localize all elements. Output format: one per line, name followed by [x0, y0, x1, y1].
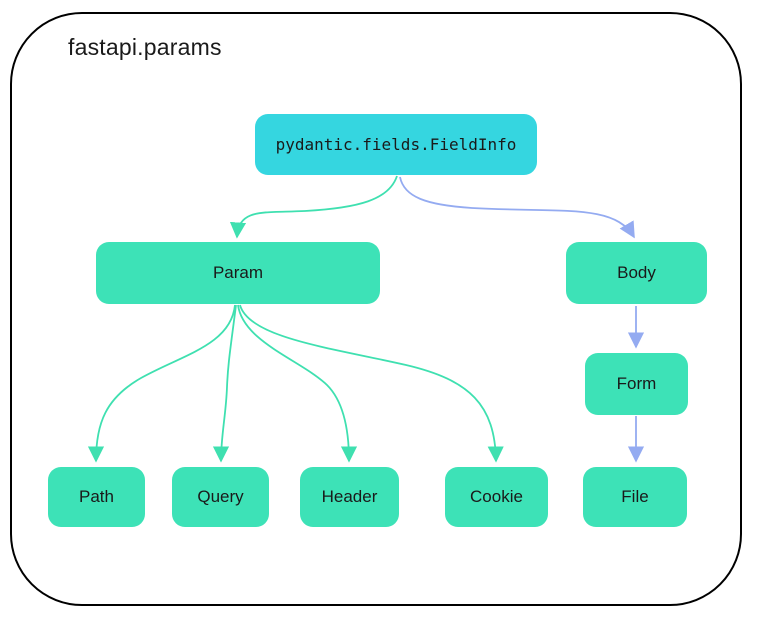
node-form-label: Form [616, 374, 657, 393]
node-form: Form [585, 353, 688, 415]
package-frame [10, 12, 742, 606]
node-param: Param [96, 242, 380, 304]
node-cookie: Cookie [445, 467, 548, 527]
node-file: File [583, 467, 687, 527]
node-path-label: Path [79, 487, 114, 506]
node-header: Header [300, 467, 399, 527]
node-file-label: File [621, 487, 649, 506]
diagram-title: fastapi.params [68, 34, 222, 60]
node-body: Body [566, 242, 707, 304]
node-query: Query [172, 467, 269, 527]
node-fieldinfo: pydantic.fields.FieldInfo [255, 114, 537, 175]
node-body-label: Body [617, 263, 656, 282]
node-param-label: Param [212, 263, 264, 282]
node-header-label: Header [321, 487, 378, 506]
node-query-label: Query [197, 487, 244, 506]
node-fieldinfo-label: pydantic.fields.FieldInfo [275, 135, 517, 154]
node-path: Path [48, 467, 145, 527]
node-cookie-label: Cookie [470, 487, 523, 506]
